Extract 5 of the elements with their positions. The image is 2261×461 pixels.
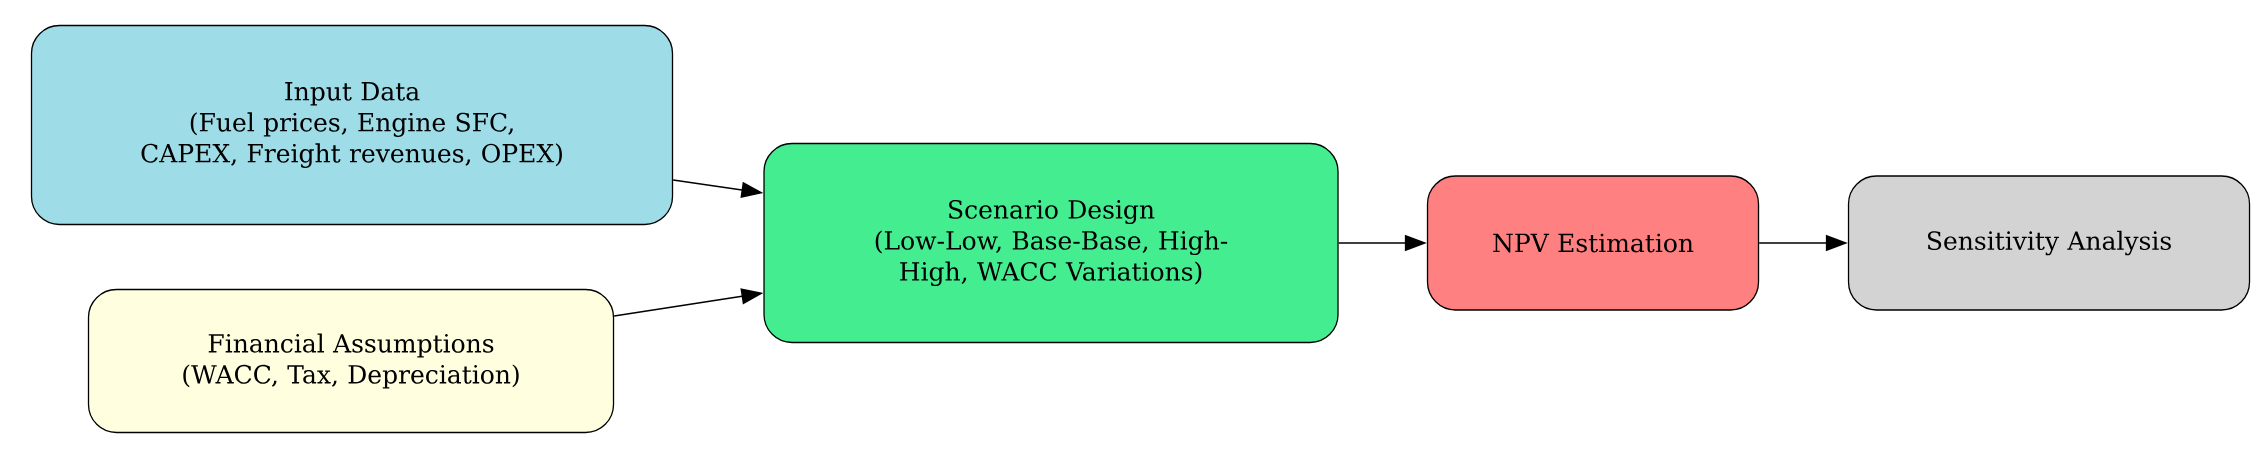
process-box: Sensitivity Analysis [1847,175,2251,311]
process-box: NPV Estimation [1426,175,1760,311]
process-box: Scenario Design (Low-Low, Base-Base, High-High, WACC Variations) [763,142,1339,344]
process-box: Input Data (Fuel prices, Engine SFC, CAPEX, Freight revenues, OPEX) [30,24,674,226]
process-box: Financial Assumptions (WACC, Tax, Depreciation) [87,288,615,434]
